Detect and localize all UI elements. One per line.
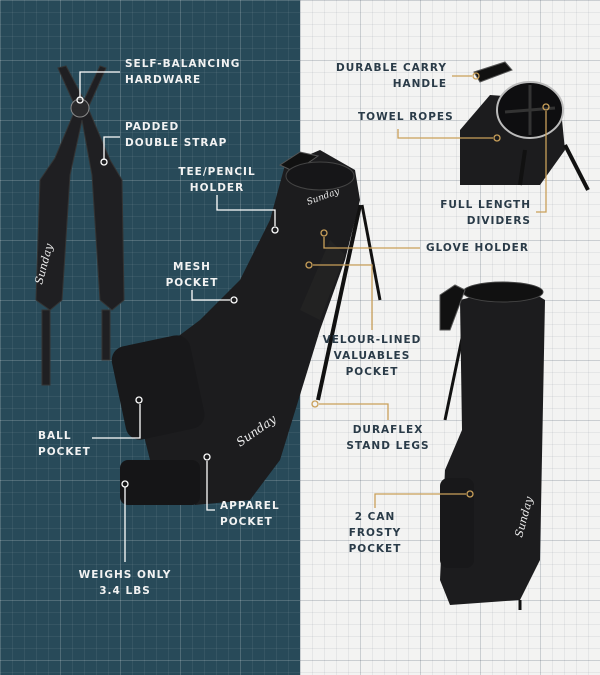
callout-line: POCKET [348, 543, 402, 555]
callout-ball-pocket: BALL POCKET [38, 428, 91, 460]
callout-padded-double-strap: PADDED DOUBLE STRAP [125, 119, 227, 151]
callout-line: 3.4 LBS [99, 585, 151, 597]
callout-line: MESH [173, 261, 211, 273]
callout-line: POCKET [38, 446, 91, 458]
callout-line: POCKET [220, 516, 273, 528]
callout-lines-gold [305, 72, 550, 508]
callout-weight: WEIGHS ONLY 3.4 LBS [79, 567, 172, 599]
callout-line: SELF-BALANCING [125, 58, 241, 70]
callout-full-length-dividers: FULL LENGTH DIVIDERS [440, 197, 531, 229]
callout-line: TOWEL ROPES [358, 111, 454, 123]
callout-line: DOUBLE STRAP [125, 137, 228, 149]
callout-line: HANDLE [392, 78, 447, 90]
callout-line: APPAREL [220, 500, 280, 512]
callout-towel-ropes: TOWEL ROPES [358, 109, 454, 125]
callout-self-balancing-hardware: SELF-BALANCING HARDWARE [125, 56, 240, 88]
callout-velour-lined-pocket: VELOUR-LINED VALUABLES POCKET [323, 332, 422, 380]
callout-line: POCKET [165, 277, 219, 289]
callout-line: STAND LEGS [346, 440, 430, 452]
callout-line: PADDED [125, 121, 180, 133]
callout-glove-holder: GLOVE HOLDER [426, 240, 529, 256]
double-strap-image [35, 65, 125, 386]
callout-lines-white [76, 71, 279, 562]
main-bag-image [111, 150, 382, 505]
callout-line: DIVIDERS [466, 215, 531, 227]
bag-top-closeup-image [460, 61, 590, 191]
callout-line: HARDWARE [125, 74, 202, 86]
callout-line: WEIGHS ONLY [78, 569, 172, 581]
callout-tee-pencil-holder: TEE/PENCIL HOLDER [178, 164, 255, 196]
callout-line: HOLDER [189, 182, 245, 194]
callout-line: DURABLE CARRY [335, 62, 447, 74]
callout-mesh-pocket: MESH POCKET [166, 259, 219, 291]
callout-line: FULL LENGTH [440, 199, 531, 211]
callout-apparel-pocket: APPAREL POCKET [220, 498, 280, 530]
callout-line: BALL [38, 430, 72, 442]
callout-line: TEE/PENCIL [178, 166, 256, 178]
callout-line: FROSTY [348, 527, 402, 539]
callout-line: DURAFLEX [352, 424, 424, 436]
callout-line: POCKET [345, 366, 399, 378]
callout-duraflex-stand-legs: DURAFLEX STAND LEGS [346, 422, 429, 454]
callout-line: VELOUR-LINED [322, 334, 422, 346]
callout-durable-carry-handle: DURABLE CARRY HANDLE [336, 60, 447, 92]
callout-line: VALUABLES [333, 350, 411, 362]
callout-line: 2 CAN [354, 511, 396, 523]
callout-frosty-pocket: 2 CAN FROSTY POCKET [349, 509, 402, 557]
bag-back-view-image [439, 281, 545, 610]
callout-line: GLOVE HOLDER [426, 242, 529, 254]
